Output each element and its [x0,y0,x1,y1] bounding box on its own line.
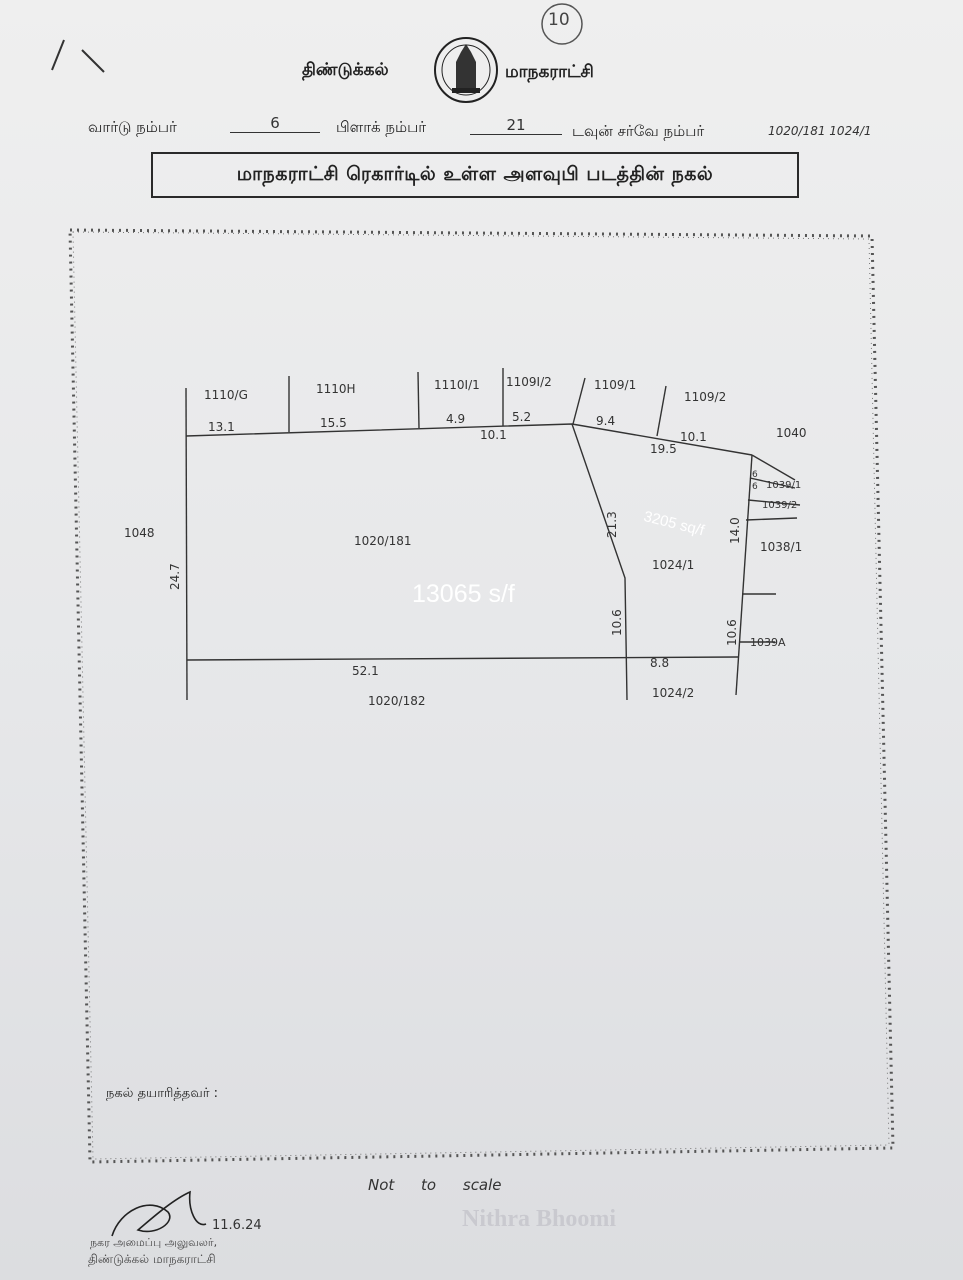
plot-label-left: 1048 [124,526,155,540]
plot-label: 1109I/2 [506,375,552,389]
plot-label: 1109/1 [594,378,637,392]
page-number-mark: 10 [548,10,570,30]
dimension-slant: 21.3 [605,511,619,538]
dimension-right-upper: 14.0 [728,517,742,544]
pen-mark [81,49,105,73]
dimension-bottom-side: 8.8 [650,656,670,670]
dimension-label: 15.5 [320,416,347,430]
dimension-label: 4.9 [446,412,466,426]
dimension-label: 13.1 [208,420,235,434]
plot-label: 1110H [316,382,356,396]
page-mark-circle [541,3,583,45]
area-main-overlay: 13065 s/f [412,580,515,608]
signature-date: 11.6.24 [212,1218,262,1233]
municipality-name-right: மாநகராட்சி [505,62,594,82]
dimension-bottom: 52.1 [352,664,379,678]
municipality-name-left: திண்டுக்கல் [302,60,389,80]
ward-number-value: 6 [230,114,320,133]
plot-label-bottom-main: 1020/182 [368,694,426,708]
dimension-label: 6 [752,470,758,480]
plot-label-side: 1024/1 [652,558,695,572]
pen-mark [51,39,65,71]
signatory-line-1: நகர அமைப்பு அலுவலர், [90,1236,218,1249]
plot-label: 1109/2 [684,390,727,404]
emblem-seal-icon [434,37,498,103]
watermark-text: Nithra Bhoomi [462,1206,617,1232]
plot-label: 1040 [776,426,807,440]
plot-label: 1039/2 [762,500,798,511]
block-label: பிளாக் நம்பர் [336,118,427,136]
dimension-label: 9.4 [596,414,616,428]
boundary-lines [185,368,801,701]
dotted-frame-inner [72,231,890,1160]
document-title-box: மாநகராட்சி ரெகார்டில் உள்ள அளவுபி படத்தி… [151,152,799,198]
dimension-right-vertical: 10.6 [725,619,739,646]
dimension-label: 19.5 [650,442,677,456]
dotted-frame [68,228,895,1164]
survey-label: டவுன் சர்வே நம்பர் [572,122,705,140]
plot-label-bottom-side: 1024/2 [652,686,695,700]
survey-number-value: 1020/181 1024/1 [768,124,872,138]
dimension-left: 24.7 [168,563,182,590]
dimension-label: 10.1 [680,430,707,444]
plot-label: 1039A [750,636,786,649]
dimension-inner-vertical: 10.6 [610,609,624,636]
document-title: மாநகராட்சி ரெகார்டில் உள்ள அளவுபி படத்தி… [236,162,714,185]
plot-label: 1110I/1 [434,378,480,392]
plot-label: 1110/G [204,388,248,402]
plot-label: 1039/1 [766,480,802,491]
plot-label: 1038/1 [760,540,803,554]
prepared-by-label: நகல் தயாரித்தவர் : [106,1086,219,1101]
dimension-label: 5.2 [512,410,532,424]
plot-label-main: 1020/181 [354,534,412,548]
scale-note: Not to scale [368,1176,502,1194]
ward-label: வார்டு நம்பர் [88,118,177,136]
block-number-value: 21 [470,116,562,135]
signatory-line-2: திண்டுக்கல் மாநகராட்சி [88,1252,216,1266]
dimension-label: 6 [752,482,758,492]
dimension-label: 10.1 [480,428,507,442]
